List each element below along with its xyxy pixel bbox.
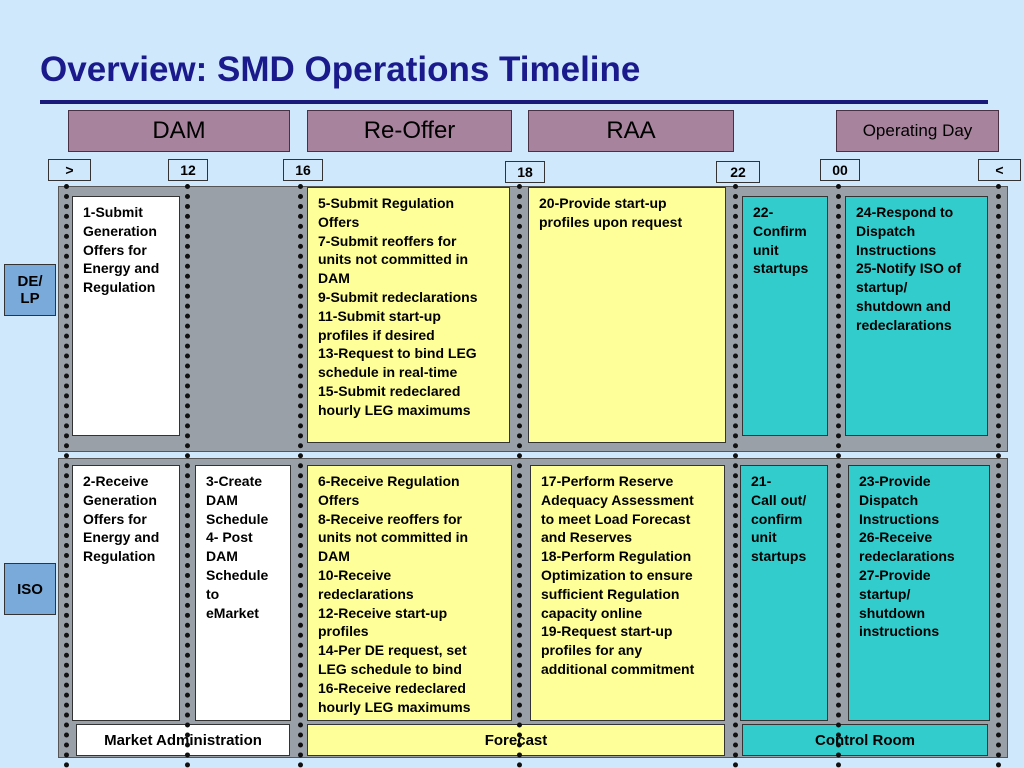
timeline-divider-00	[836, 184, 841, 768]
tick-end: <	[978, 159, 1021, 181]
timeline-divider-18	[517, 184, 522, 768]
iso-reoffer-box: 6-Receive Regulation Offers 8-Receive re…	[307, 465, 512, 721]
tick-00: 00	[820, 159, 860, 181]
timeline-divider-12	[185, 184, 190, 768]
row-label-de-lp: DE/ LP	[4, 264, 56, 316]
tick-18: 18	[505, 161, 545, 183]
market-administration-label: Market Administration	[76, 724, 290, 756]
timeline-divider-22	[733, 184, 738, 768]
tick-16: 16	[283, 159, 323, 181]
timeline-divider-start	[64, 184, 69, 768]
de-lp-operating-box: 24-Respond to Dispatch Instructions 25-N…	[845, 196, 988, 436]
phase-operating-day: Operating Day	[836, 110, 999, 152]
de-lp-submit-offers-box: 1-Submit Generation Offers for Energy an…	[72, 196, 180, 436]
control-room-label: Control Room	[742, 724, 988, 756]
forecast-label: Forecast	[307, 724, 725, 756]
phase-raa: RAA	[528, 110, 734, 152]
phase-dam: DAM	[68, 110, 290, 152]
de-lp-reoffer-box: 5-Submit Regulation Offers 7-Submit reof…	[307, 187, 510, 443]
phase-reoffer: Re-Offer	[307, 110, 512, 152]
iso-operating-box: 23-Provide Dispatch Instructions 26-Rece…	[848, 465, 990, 721]
page-title: Overview: SMD Operations Timeline	[40, 50, 641, 89]
iso-raa-box: 17-Perform Reserve Adequacy Assessment t…	[530, 465, 725, 721]
row-label-iso: ISO	[4, 563, 56, 615]
iso-receive-offers-box: 2-Receive Generation Offers for Energy a…	[72, 465, 180, 721]
tick-12: 12	[168, 159, 208, 181]
title-underline	[40, 100, 988, 104]
de-lp-raa-box: 20-Provide start-up profiles upon reques…	[528, 187, 726, 443]
tick-start: >	[48, 159, 91, 181]
timeline-divider-end	[996, 184, 1001, 768]
iso-callout-box: 21- Call out/ confirm unit startups	[740, 465, 828, 721]
tick-22: 22	[716, 161, 760, 183]
iso-schedule-box: 3-Create DAM Schedule 4- Post DAM Schedu…	[195, 465, 291, 721]
timeline-divider-16	[298, 184, 303, 768]
de-lp-confirm-box: 22- Confirm unit startups	[742, 196, 828, 436]
